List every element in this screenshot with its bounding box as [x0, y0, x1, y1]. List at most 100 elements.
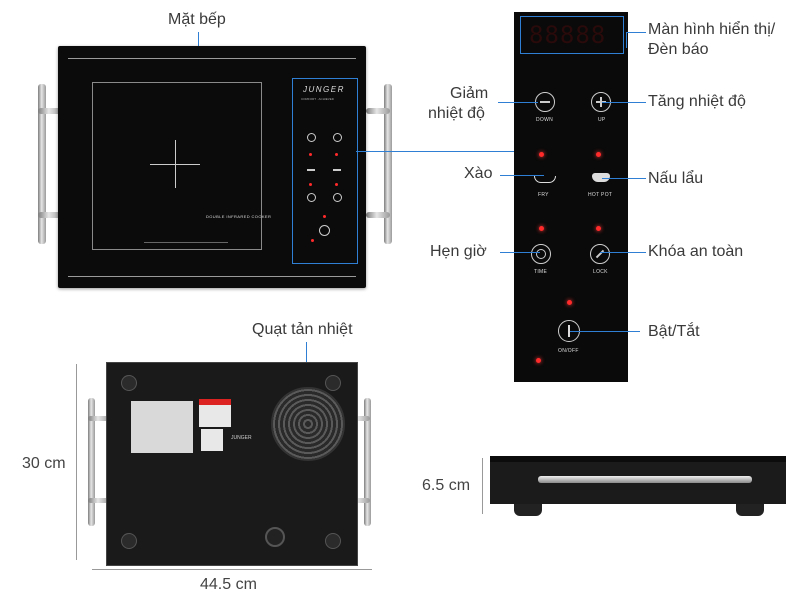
- led-time: [539, 226, 544, 231]
- up-label: UP: [598, 117, 606, 123]
- label-bat-tat: Bật/Tắt: [648, 323, 700, 340]
- cooling-fan: [271, 387, 345, 461]
- foot-top-right: [325, 375, 341, 391]
- led-lock: [596, 226, 601, 231]
- minus-icon: [540, 101, 550, 103]
- foot-bottom-right: [325, 533, 341, 549]
- callout-lock: [600, 252, 646, 253]
- led-power-bottom: [536, 358, 541, 363]
- mini-power-icon: [319, 225, 330, 236]
- cooktop-glass: DOUBLE INFRARED COOKER JUNGER COMFORT · …: [58, 46, 366, 288]
- mini-led-1: [309, 153, 312, 156]
- callout-display-v: [626, 32, 627, 48]
- callout-up: [602, 102, 646, 103]
- label-quat: Quạt tản nhiệt: [252, 321, 353, 338]
- label-hen-gio: Hẹn giờ: [430, 243, 487, 260]
- side-foot-right: [736, 504, 764, 516]
- left-handle-bar-bottom: [38, 212, 62, 218]
- bottom-left-handle: [88, 398, 95, 526]
- clock-icon: [536, 249, 546, 259]
- time-label: TIME: [534, 269, 548, 275]
- hotpot-icon: [592, 173, 610, 182]
- callout-control-strip: [356, 151, 514, 152]
- mini-down-icon: [307, 133, 316, 142]
- right-handle-bar-top: [366, 108, 390, 114]
- left-handle-bar-top: [38, 108, 62, 114]
- mini-led-5: [323, 215, 326, 218]
- side-view: [490, 456, 786, 504]
- down-button[interactable]: [535, 92, 555, 112]
- brand-logo: JUNGER: [303, 85, 345, 94]
- mini-hotpot-icon: [333, 163, 341, 171]
- mini-up-icon: [333, 133, 342, 142]
- label-den-bao: Đèn báo: [648, 41, 709, 58]
- zone-cross-v: [175, 140, 176, 188]
- depth-label: 30 cm: [22, 455, 66, 472]
- plus-icon-v: [600, 97, 602, 107]
- label-tang: Tăng nhiệt độ: [648, 93, 746, 110]
- hotpot-label: HOT POT: [588, 192, 613, 198]
- bottom-right-handle: [364, 398, 371, 526]
- zone-label: DOUBLE INFRARED COOKER: [206, 214, 272, 219]
- mini-led-3: [309, 183, 312, 186]
- right-handle-top: [384, 84, 392, 244]
- callout-down: [498, 102, 538, 103]
- width-arrow: [92, 569, 372, 570]
- power-cord-grommet: [265, 527, 285, 547]
- mini-lock-icon: [333, 193, 342, 202]
- mini-fry-icon: [307, 163, 315, 171]
- side-glass-top: [490, 456, 786, 462]
- fry-icon: [534, 176, 556, 183]
- label-xao: Xào: [464, 165, 493, 182]
- control-strip-top: JUNGER COMFORT · ACHIEVED: [292, 78, 358, 264]
- callout-power: [570, 331, 640, 332]
- right-handle-bar-bottom: [366, 212, 390, 218]
- foot-bottom-left: [121, 533, 137, 549]
- display-digits: 88888: [529, 21, 607, 49]
- bottom-left-handle-bar2: [88, 498, 110, 503]
- display-box: 88888: [520, 16, 624, 54]
- led-hotpot: [596, 152, 601, 157]
- mini-led-6: [311, 239, 314, 242]
- foot-top-left: [121, 375, 137, 391]
- bottom-right-handle-bar1: [348, 416, 370, 421]
- on-off-label: ON/OFF: [558, 348, 579, 354]
- width-label: 44.5 cm: [200, 576, 257, 593]
- mini-led-2: [335, 153, 338, 156]
- down-label: DOWN: [536, 117, 554, 123]
- left-handle-top: [38, 84, 46, 244]
- mini-led-4: [335, 183, 338, 186]
- callout-fry: [500, 175, 544, 176]
- height-arrow: [482, 458, 483, 514]
- lock-label: LOCK: [593, 269, 608, 275]
- led-fry: [539, 152, 544, 157]
- lock-button[interactable]: [590, 244, 610, 264]
- underside: JUNGER: [106, 362, 358, 566]
- cooking-zone: [92, 82, 262, 250]
- brand-tagline: COMFORT · ACHIEVED: [301, 97, 334, 101]
- side-foot-left: [514, 504, 542, 516]
- mini-time-icon: [307, 193, 316, 202]
- glass-bottom-line: [68, 276, 356, 277]
- height-label: 6.5 cm: [422, 477, 471, 494]
- warning-sticker: [199, 399, 231, 427]
- depth-arrow: [76, 364, 77, 560]
- qr-sticker: [201, 429, 223, 451]
- time-button[interactable]: [531, 244, 551, 264]
- spec-label-sticker: [131, 401, 193, 453]
- fry-label: FRY: [538, 192, 549, 198]
- fry-button[interactable]: [532, 170, 556, 184]
- side-handle-bar: [538, 476, 752, 483]
- callout-time: [500, 252, 540, 253]
- label-giam-2: nhiệt độ: [428, 105, 485, 122]
- hotpot-button[interactable]: [589, 170, 613, 184]
- glass-top-line: [68, 58, 356, 59]
- power-icon: [568, 325, 570, 337]
- label-giam-1: Giảm: [450, 85, 489, 102]
- label-man-hinh: Màn hình hiển thị/: [648, 21, 776, 38]
- brand-sticker: JUNGER: [231, 435, 252, 441]
- callout-display-h: [626, 32, 646, 33]
- zone-warning-text: [144, 242, 228, 243]
- callout-hotpot: [602, 178, 646, 179]
- label-nau-lau: Nấu lẩu: [648, 170, 704, 187]
